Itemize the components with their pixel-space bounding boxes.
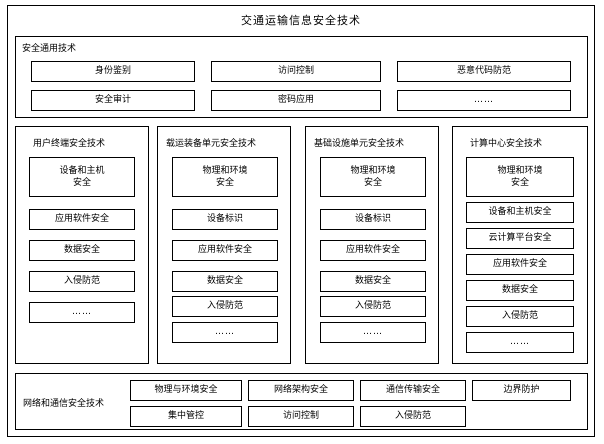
box-line-2: 安全 [215,178,234,188]
box-network-architecture-security[interactable]: 网络架构安全 [248,380,354,401]
box-access-control-network[interactable]: 访问控制 [248,406,354,427]
box-application-software-security-infra[interactable]: 应用软件安全 [320,240,426,261]
page-title: 交通运输信息安全技术 [241,14,361,27]
box-physical-environment-security-network[interactable]: 物理与环境安全 [130,380,242,401]
section-network-communication-security-label: 网络和通信安全技术 [23,399,105,409]
box-security-audit[interactable]: 安全审计 [31,90,195,111]
box-application-software-security-terminal[interactable]: 应用软件安全 [29,209,135,230]
box-terminal-more[interactable]: …… [29,302,135,323]
box-boundary-protection[interactable]: 边界防护 [472,380,571,401]
box-intrusion-prevention-center[interactable]: 入侵防范 [466,306,574,327]
box-line-1: 物理和环境 [497,165,543,176]
box-application-software-security-carrier[interactable]: 应用软件安全 [172,240,278,261]
box-physical-environment-security-center[interactable]: 物理和环境 安全 [466,157,574,197]
box-identity-authentication[interactable]: 身份鉴别 [31,61,195,82]
box-line-1: 物理和环境 [202,165,248,176]
box-intrusion-prevention-carrier[interactable]: 入侵防范 [172,296,278,317]
box-cloud-platform-security-center[interactable]: 云计算平台安全 [466,228,574,249]
box-intrusion-prevention-network[interactable]: 入侵防范 [360,406,466,427]
box-data-security-carrier[interactable]: 数据安全 [172,271,278,292]
section-user-terminal-security-label: 用户终端安全技术 [33,139,106,149]
box-device-host-security-center[interactable]: 设备和主机安全 [466,202,574,223]
box-access-control-general[interactable]: 访问控制 [211,61,381,82]
box-data-security-center[interactable]: 数据安全 [466,280,574,301]
box-line-2: 安全 [363,178,382,188]
box-general-more[interactable]: …… [397,90,571,111]
box-line-1: 设备和主机 [59,165,105,176]
box-device-identification-infra[interactable]: 设备标识 [320,209,426,230]
section-general-security-label: 安全通用技术 [22,44,77,54]
box-intrusion-prevention-infra[interactable]: 入侵防范 [320,296,426,317]
box-communication-transmission-security[interactable]: 通信传输安全 [360,380,466,401]
box-line-2: 安全 [72,178,91,188]
box-carrier-more[interactable]: …… [172,322,278,343]
box-data-security-terminal[interactable]: 数据安全 [29,240,135,261]
section-carrier-equipment-security-label: 载运装备单元安全技术 [166,139,257,149]
box-intrusion-prevention-terminal[interactable]: 入侵防范 [29,271,135,292]
section-infrastructure-security-label: 基础设施单元安全技术 [314,139,405,149]
box-line-1: 物理和环境 [350,165,396,176]
box-device-identification-carrier[interactable]: 设备标识 [172,209,278,230]
box-cryptography-application[interactable]: 密码应用 [211,90,381,111]
box-data-security-infra[interactable]: 数据安全 [320,271,426,292]
box-line-2: 安全 [510,178,529,188]
box-infra-more[interactable]: …… [320,322,426,343]
box-device-host-security-terminal[interactable]: 设备和主机 安全 [29,157,135,197]
box-malicious-code-prevention[interactable]: 恶意代码防范 [397,61,571,82]
section-computing-center-security-label: 计算中心安全技术 [470,139,543,149]
box-physical-environment-security-carrier[interactable]: 物理和环境 安全 [172,157,278,197]
box-application-software-security-center[interactable]: 应用软件安全 [466,254,574,275]
box-centralized-management-control[interactable]: 集中管控 [130,406,242,427]
box-physical-environment-security-infra[interactable]: 物理和环境 安全 [320,157,426,197]
box-center-more[interactable]: …… [466,332,574,353]
diagram-outer-frame [7,5,595,437]
